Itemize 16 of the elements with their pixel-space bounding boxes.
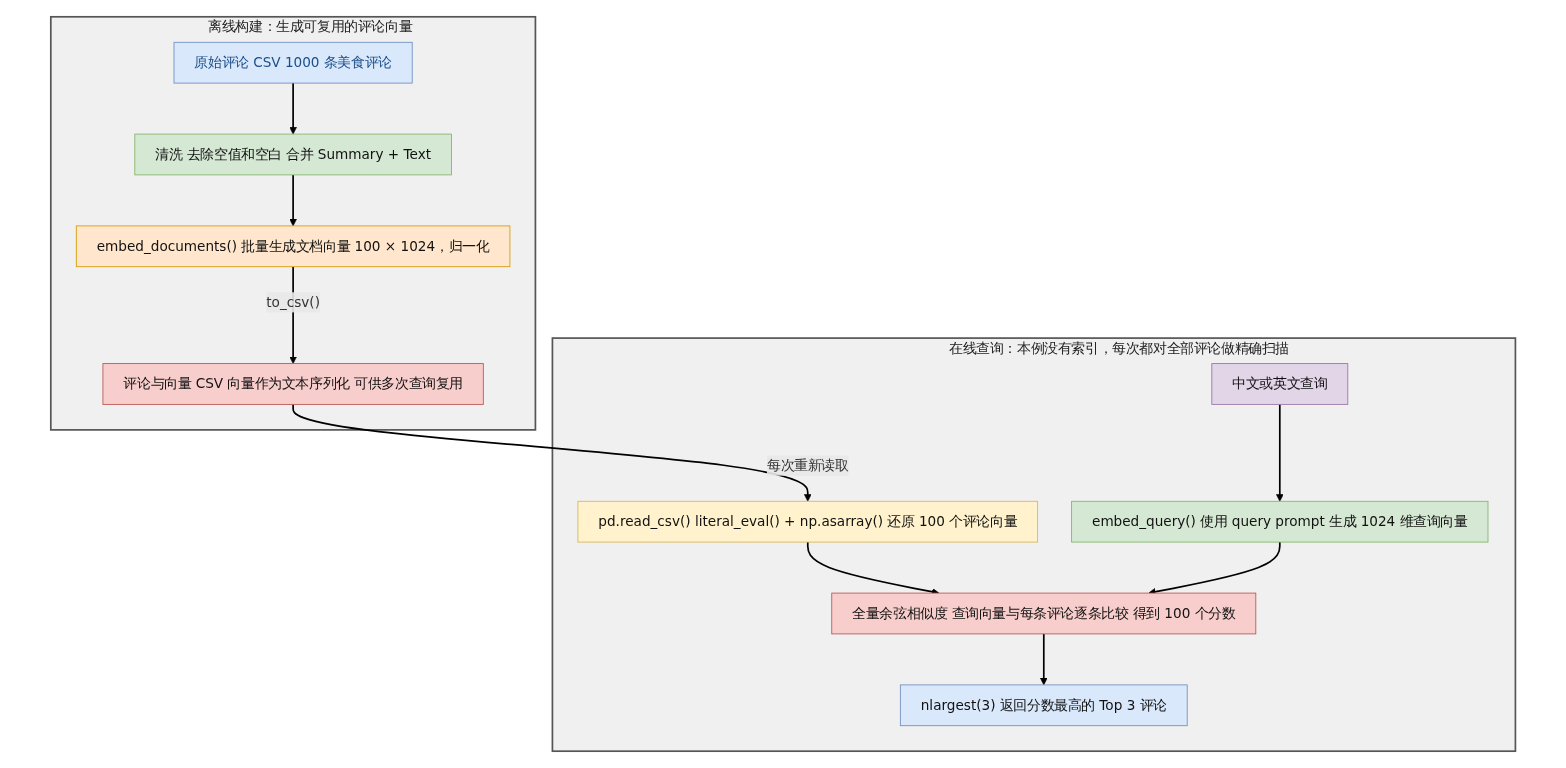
node-box: pd.read_csv() literal_eval() + np.asarray() 还原 100 个评论向量 xyxy=(577,500,1038,543)
node-box: 评论与向量 CSV 向量作为文本序列化 可供多次查询复用 xyxy=(102,363,484,405)
node-box: 清洗 去除空值和空白 合并 Summary + Text xyxy=(134,133,452,176)
node-box: 全量余弦相似度 查询向量与每条评论逐条比较 得到 100 个分数 xyxy=(831,592,1257,635)
edge-label: to_csv() xyxy=(266,293,320,311)
node-box: 原始评论 CSV 1000 条美食评论 xyxy=(173,41,413,84)
arrow xyxy=(1039,633,1048,686)
node-box: nlargest(3) 返回分数最高的 Top 3 评论 xyxy=(899,684,1188,727)
arrow xyxy=(1275,403,1284,502)
arrow xyxy=(289,174,297,227)
arrow xyxy=(292,403,812,502)
node-box: embed_documents() 批量生成文档向量 100 × 1024，归一化 xyxy=(75,225,511,268)
node-box: embed_query() 使用 query prompt 生成 1024 维查询向量 xyxy=(1071,500,1489,543)
node-box: 中文或英文查询 xyxy=(1211,363,1349,405)
arrow xyxy=(289,82,297,135)
edge-label: 每次重新读取 xyxy=(766,457,849,474)
